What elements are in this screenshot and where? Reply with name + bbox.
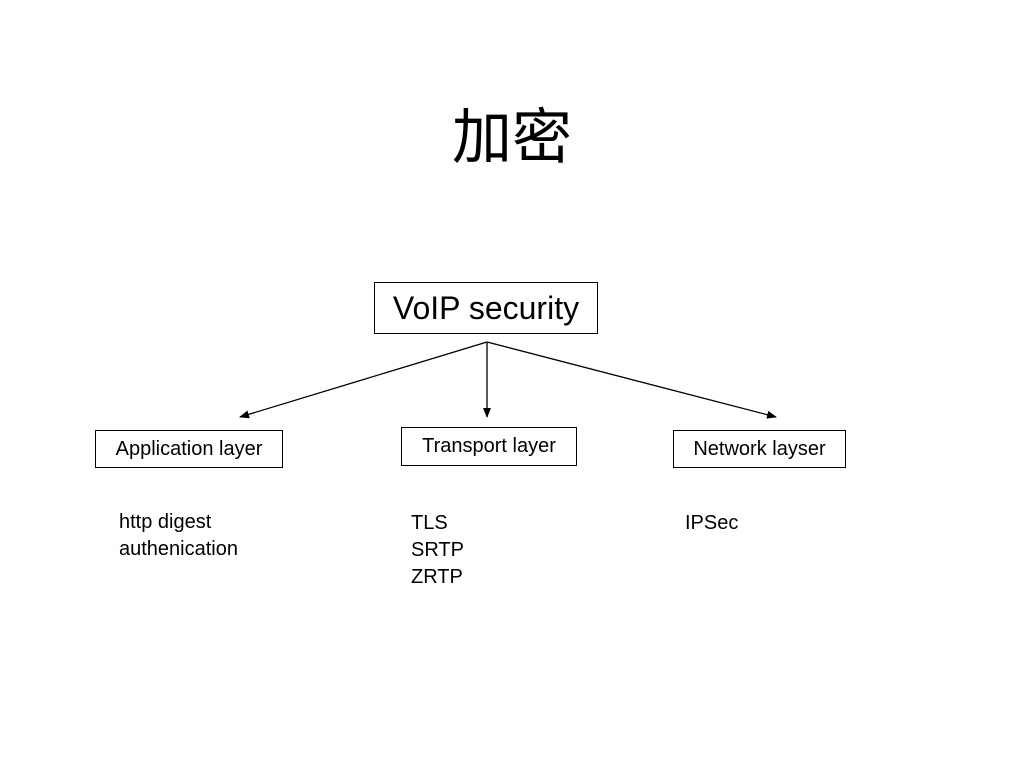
node-application-layer: Application layer xyxy=(95,430,283,468)
detail-item: http digest xyxy=(119,511,212,533)
slide-title: 加密 xyxy=(452,103,572,173)
node-transport-layer: Transport layer xyxy=(401,427,577,466)
arrow-to-application-layer xyxy=(239,341,488,419)
detail-item: TLS xyxy=(411,512,448,534)
node-network-layer: Network layser xyxy=(673,430,846,468)
transport-layer-details: TLS SRTP ZRTP xyxy=(411,510,464,591)
transport-layer-label: Transport layer xyxy=(422,435,556,457)
arrow-to-network-layer xyxy=(486,341,777,419)
application-layer-details: http digest authenication xyxy=(119,509,238,563)
detail-item: authenication xyxy=(119,538,238,560)
root-node-voip-security: VoIP security xyxy=(374,282,598,334)
network-layer-details: IPSec xyxy=(685,510,738,537)
network-layer-label: Network layser xyxy=(693,437,826,460)
detail-item: ZRTP xyxy=(411,566,463,588)
root-node-label: VoIP security xyxy=(392,289,580,326)
detail-item: IPSec xyxy=(685,512,739,534)
detail-item: SRTP xyxy=(411,539,464,561)
application-layer-label: Application layer xyxy=(115,437,263,460)
